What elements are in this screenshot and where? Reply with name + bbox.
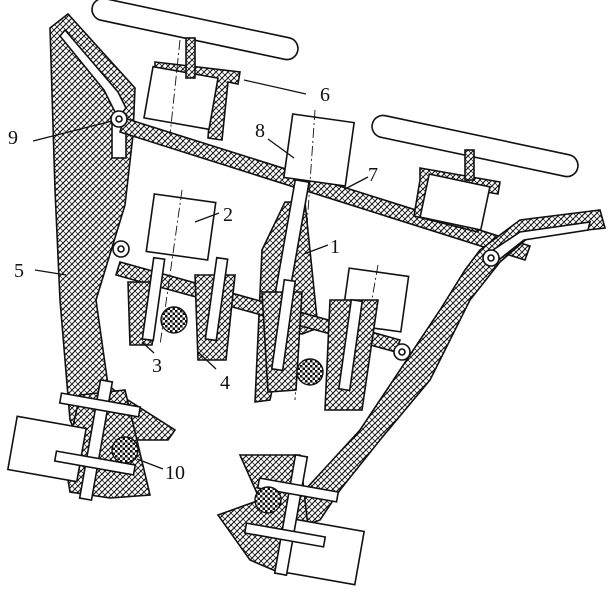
shaft-top-right [465,150,474,180]
bottom-left-motor [8,416,86,481]
label-8: 8 [255,120,265,142]
label-4: 4 [220,372,230,394]
label-6: 6 [320,84,330,106]
label-9: 9 [8,127,18,149]
roller-left [161,307,187,333]
roller-center [297,359,323,385]
label-2: 2 [223,204,233,226]
label-7: 7 [368,164,378,186]
label-10: 10 [165,462,185,484]
roller-10 [112,437,138,463]
label-1: 1 [330,236,340,258]
motor-left [144,67,218,130]
roller-bottom-right [255,487,281,513]
shaft-top-left [186,38,195,78]
motor-8 [284,114,354,186]
label-3: 3 [152,355,162,377]
motor-2 [146,194,215,260]
label-5: 5 [14,260,24,282]
bottom-right-motor [286,519,364,584]
handle-bar-right [370,113,580,178]
